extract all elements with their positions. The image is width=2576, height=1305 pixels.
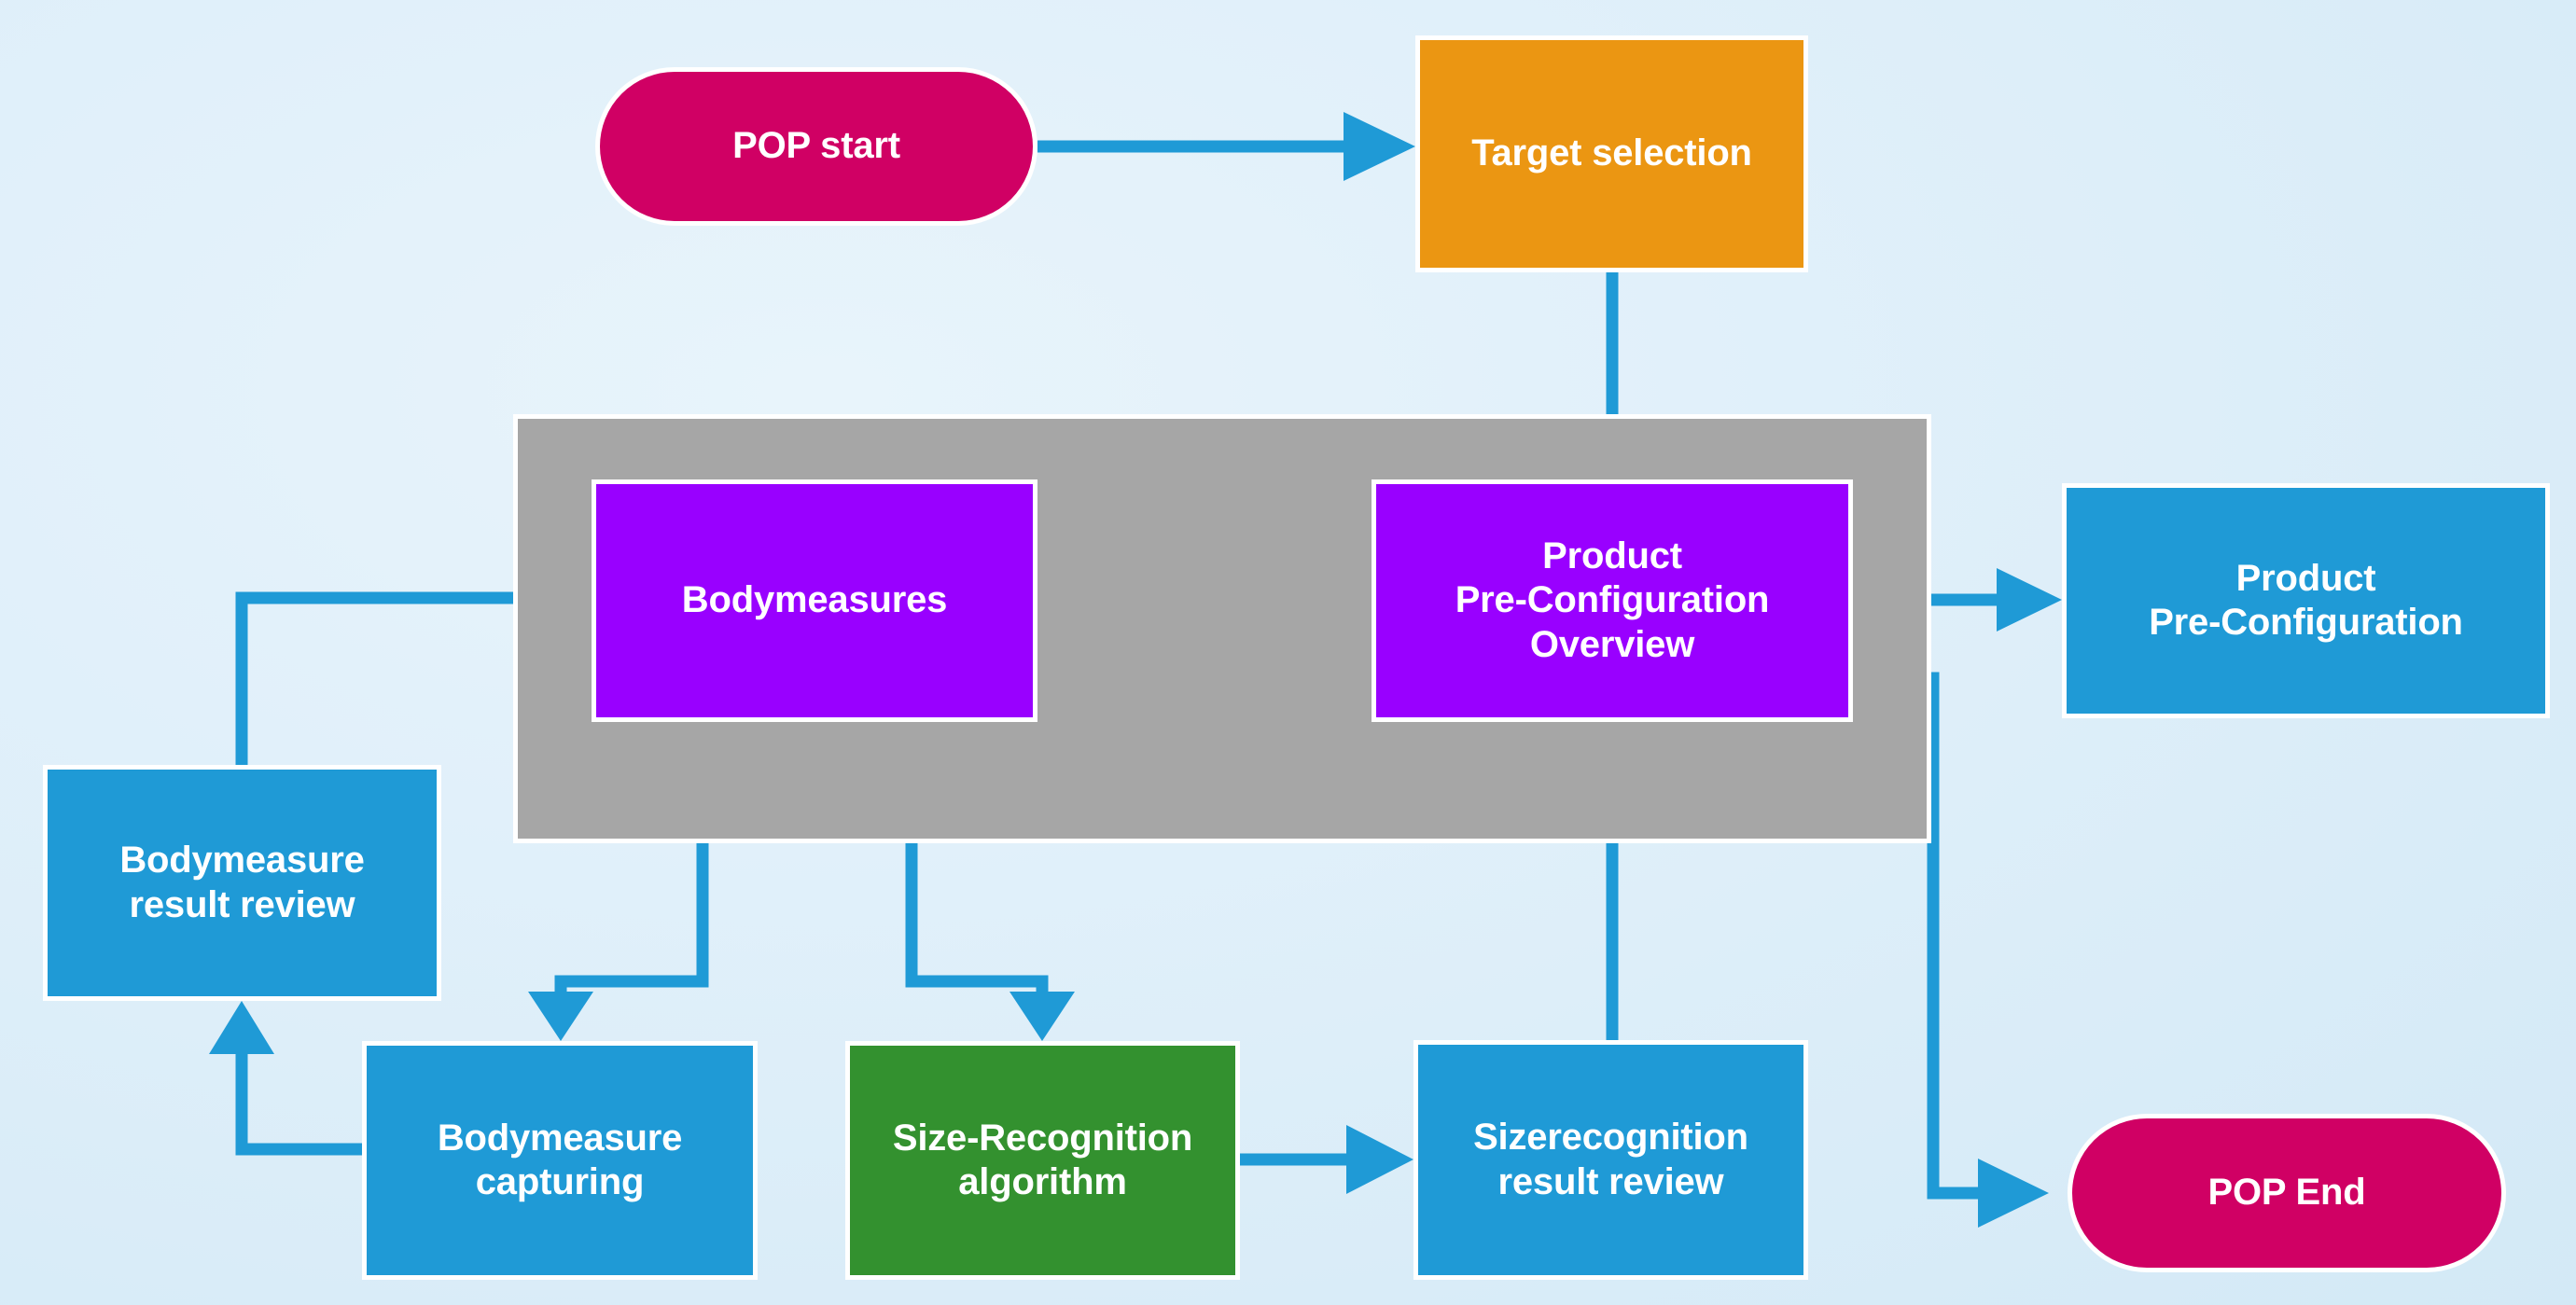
node-target-selection[interactable]: Target selection [1415,35,1808,272]
node-bodymeasures[interactable]: Bodymeasures [592,479,1037,722]
node-product-preconfiguration[interactable]: Product Pre-Configuration [2062,483,2550,718]
edge-start-to-target-selection [1037,112,1415,181]
node-product-preconfiguration-overview-label: Product Pre-Configuration Overview [1455,535,1770,665]
node-pop-end[interactable]: POP End [2068,1114,2506,1272]
node-bodymeasure-capturing[interactable]: Bodymeasure capturing [362,1041,758,1280]
node-bodymeasure-capturing-label: Bodymeasure capturing [437,1117,683,1202]
node-pop-start-label: POP start [732,125,900,167]
node-bodymeasure-result-review-label: Bodymeasure result review [119,840,365,925]
node-size-recognition-algorithm[interactable]: Size-Recognition algorithm [845,1041,1240,1280]
node-pop-end-label: POP End [2207,1172,2366,1214]
node-target-selection-label: Target selection [1471,132,1752,174]
node-product-preconfiguration-overview[interactable]: Product Pre-Configuration Overview [1372,479,1853,722]
node-bodymeasure-result-review[interactable]: Bodymeasure result review [43,765,441,1001]
node-sizerecognition-result-review[interactable]: Sizerecognition result review [1413,1040,1808,1280]
node-product-preconfiguration-label: Product Pre-Configuration [2149,557,2463,643]
node-sizerecognition-result-review-label: Sizerecognition result review [1473,1117,1748,1202]
node-bodymeasures-label: Bodymeasures [681,579,948,621]
edge-capturing-to-result-review [209,1001,369,1156]
node-pop-start[interactable]: POP start [595,67,1037,226]
node-size-recognition-algorithm-label: Size-Recognition algorithm [892,1117,1193,1202]
edge-size-recognition-to-sr-result-review [1240,1125,1413,1194]
